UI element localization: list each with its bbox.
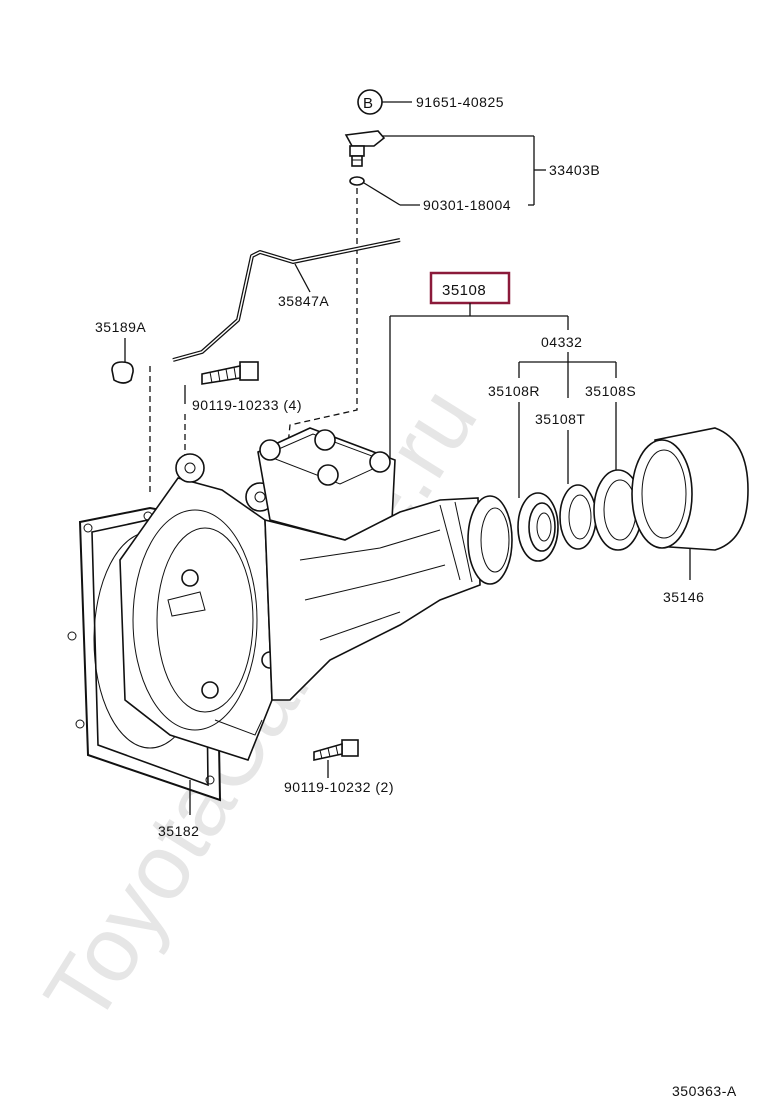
callout-b-letter: B (363, 95, 374, 112)
diagram-code: 350363-A (672, 1083, 737, 1099)
part-label-90119-10233[interactable]: 90119-10233 (4) (192, 397, 302, 413)
part-label-35189A[interactable]: 35189A (95, 319, 146, 335)
part-label-90119-10232[interactable]: 90119-10232 (2) (284, 779, 394, 795)
part-label-90301-18004[interactable]: 90301-18004 (423, 197, 511, 213)
part-label-35108[interactable]: 35108 (442, 282, 486, 299)
part-label-35108T[interactable]: 35108T (535, 411, 585, 427)
part-label-04332[interactable]: 04332 (541, 334, 582, 350)
bolt-icon (201, 361, 259, 385)
part-label-35146[interactable]: 35146 (663, 589, 704, 605)
part-label-35108S[interactable]: 35108S (585, 383, 636, 399)
callout-b-marker: B (357, 89, 383, 115)
extension-housing-icon (119, 427, 513, 761)
part-label-33403B[interactable]: 33403B (549, 162, 600, 178)
part-label-35847A[interactable]: 35847A (278, 293, 329, 309)
breather-plug-icon (344, 130, 386, 167)
cover-sleeve-icon (631, 427, 749, 551)
bushing-ring-icon (559, 484, 597, 550)
part-label-91651-40825[interactable]: 91651-40825 (416, 94, 504, 110)
o-ring-icon (349, 176, 365, 186)
bolt-lower-icon (313, 739, 359, 761)
oil-seal-icon (517, 492, 559, 562)
plug-cap-icon (111, 361, 134, 384)
part-label-35108R[interactable]: 35108R (488, 383, 540, 399)
part-label-35182[interactable]: 35182 (158, 823, 199, 839)
